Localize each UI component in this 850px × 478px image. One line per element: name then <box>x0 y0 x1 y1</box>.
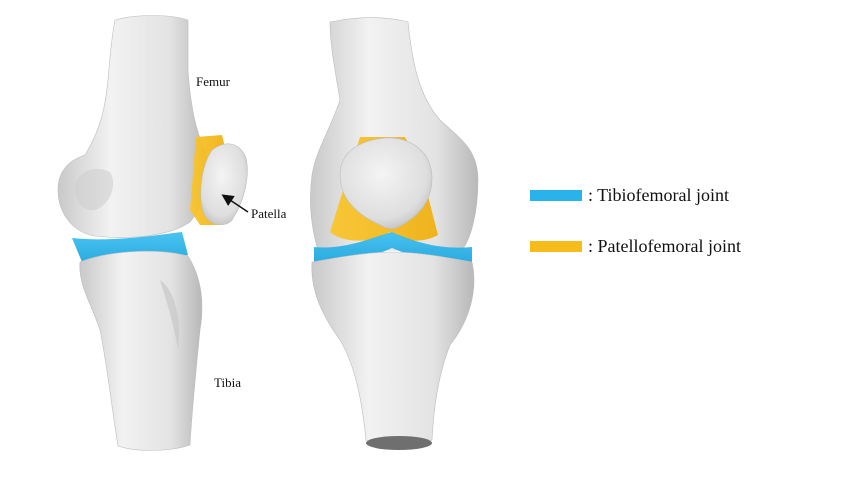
tibiofemoral-swatch <box>530 189 582 201</box>
legend-text-tibiofemoral: : Tibiofemoral joint <box>588 184 730 205</box>
legend-item-patellofemoral: : Patellofemoral joint <box>530 231 830 261</box>
patellofemoral-swatch <box>530 240 582 252</box>
legend: : Tibiofemoral joint : Patellofemoral jo… <box>530 180 830 282</box>
legend-item-tibiofemoral: : Tibiofemoral joint <box>530 180 830 210</box>
tibia-anterior <box>311 251 475 448</box>
tibia-label: Tibia <box>214 375 241 390</box>
femur-condyle-shading <box>74 168 114 211</box>
legend-text-patellofemoral: : Patellofemoral joint <box>588 235 741 256</box>
tibia-lateral <box>79 250 203 451</box>
tibia-tuberosity-shading <box>160 280 180 350</box>
anterior-knee-view <box>310 17 479 450</box>
femur-label: Femur <box>196 74 231 89</box>
patella-label: Patella <box>251 206 287 221</box>
tibiofemoral-joint-anterior <box>314 232 472 263</box>
tibia-cut-surface <box>366 436 432 450</box>
lateral-knee-view <box>57 15 248 451</box>
patella-arrow <box>221 194 249 213</box>
patella-anterior <box>339 137 433 230</box>
